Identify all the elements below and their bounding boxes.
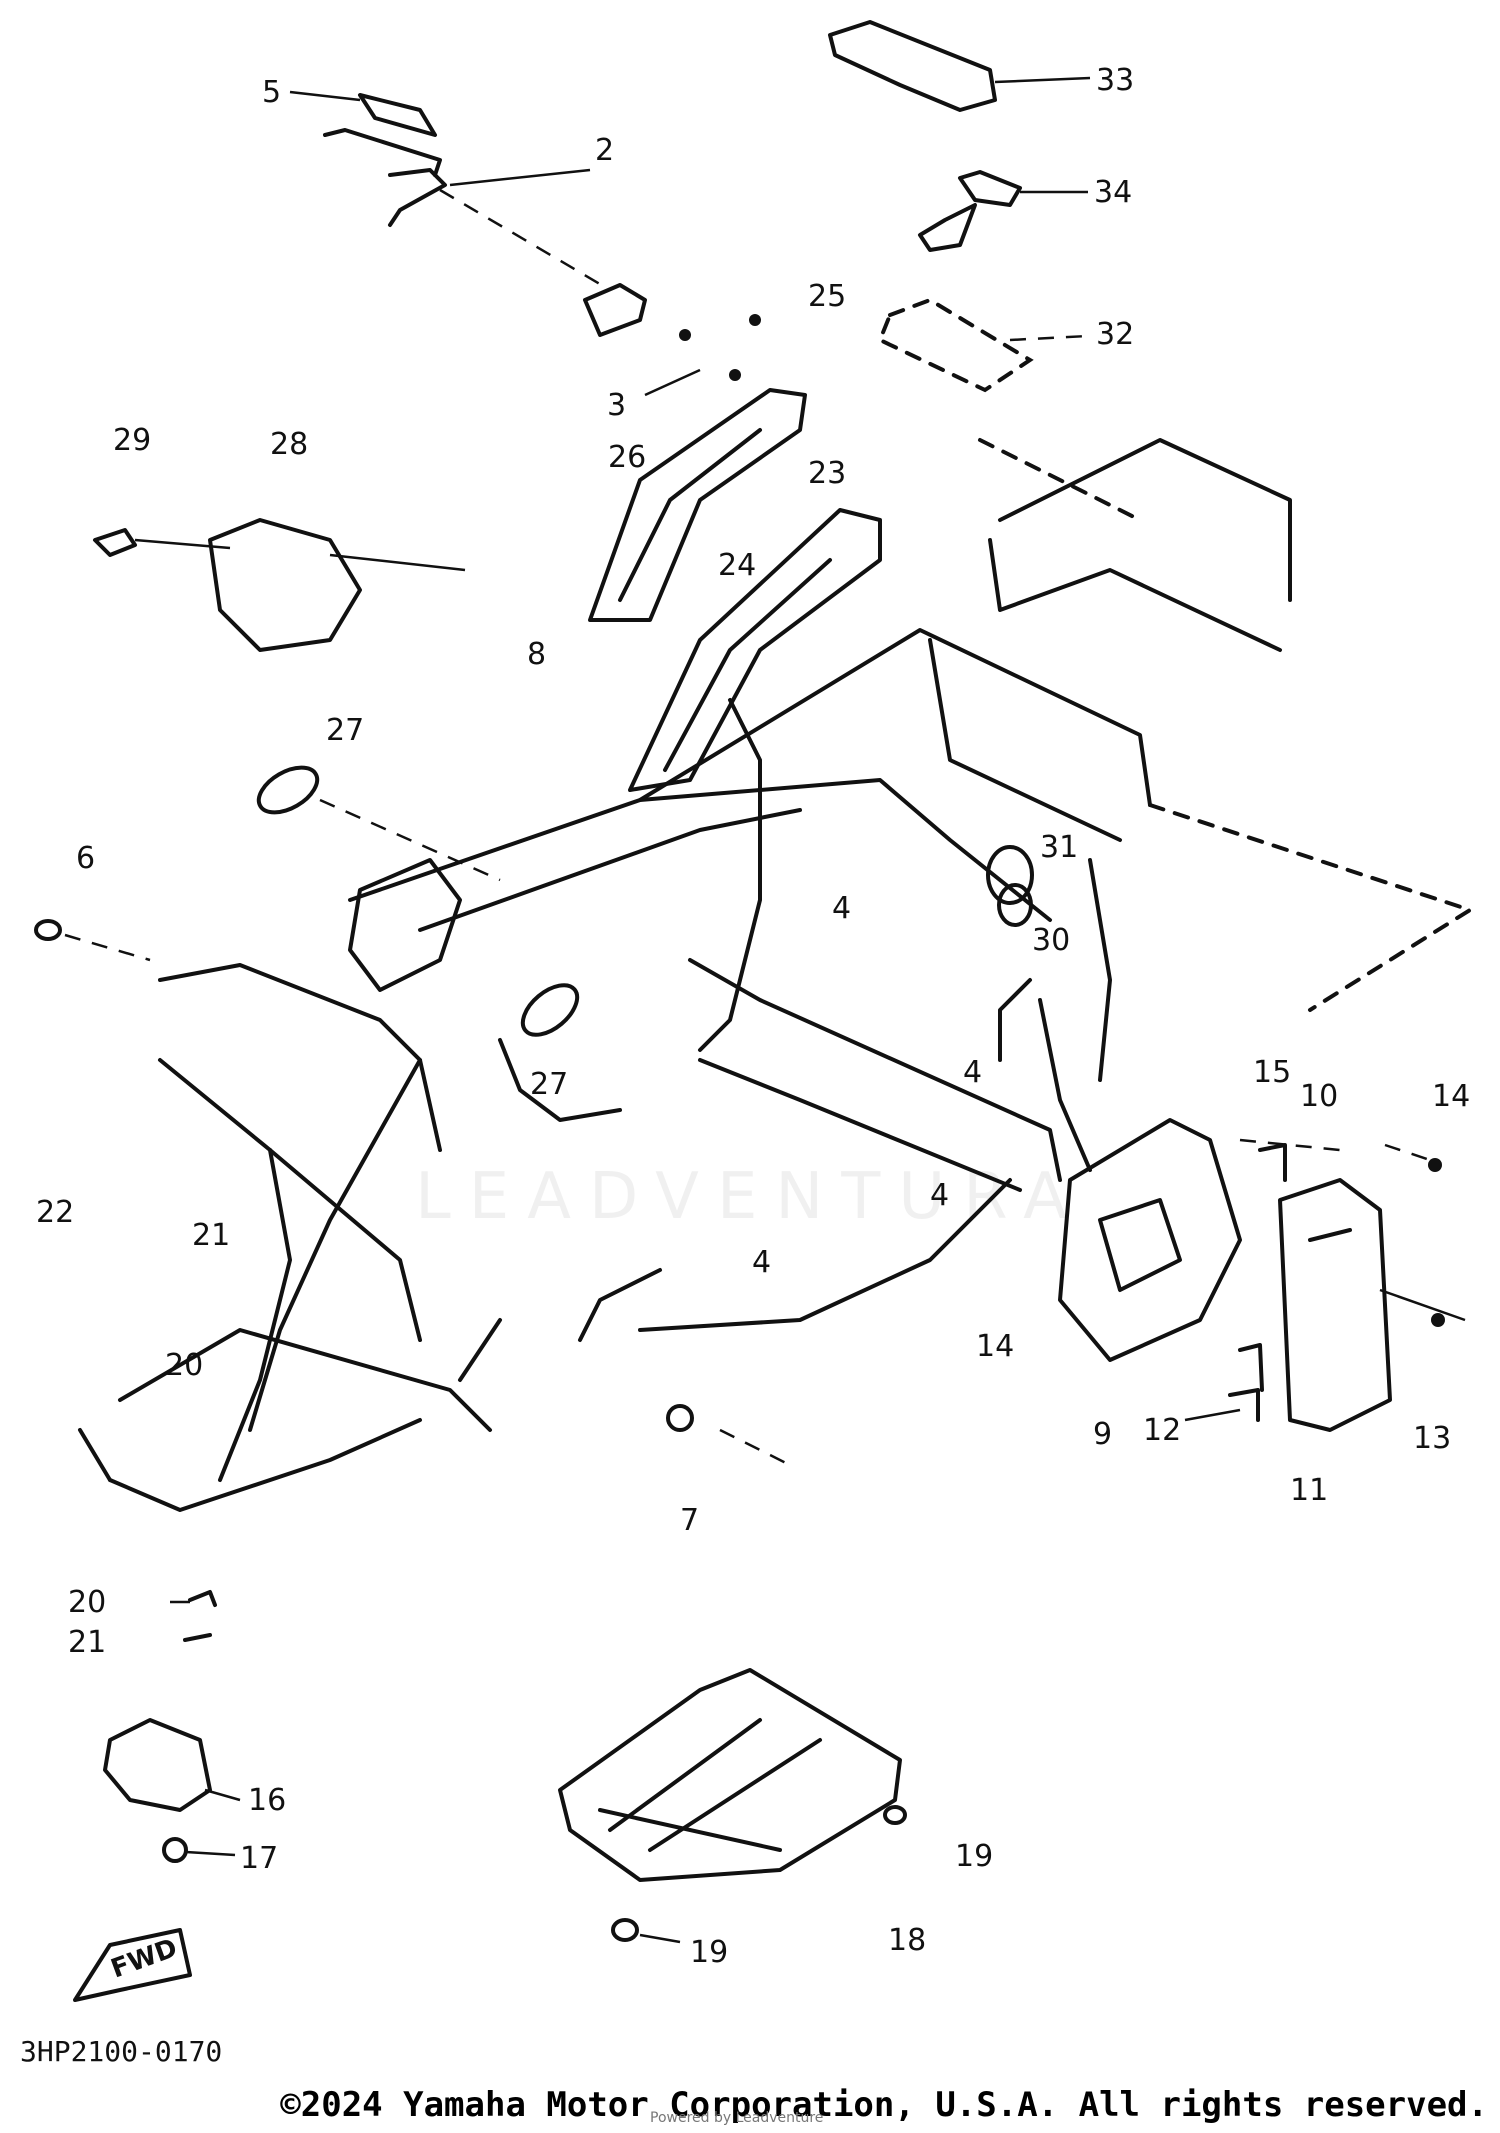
callout-4: 4 bbox=[752, 1245, 771, 1280]
callout-32: 32 bbox=[1096, 317, 1134, 352]
part-23-rear-fender bbox=[588, 388, 807, 622]
callout-23: 23 bbox=[808, 456, 846, 491]
callout-33: 33 bbox=[1096, 63, 1134, 98]
part-21-bolt bbox=[183, 1633, 212, 1642]
part-16-guard bbox=[103, 1718, 241, 1812]
part-33-seat-cover bbox=[828, 20, 1091, 112]
copyright-notice: ©2024 Yamaha Motor Corporation, U.S.A. A… bbox=[280, 2085, 1488, 2125]
reference-code: 3HP2100-0170 bbox=[20, 2035, 223, 2068]
front-frame bbox=[78, 858, 622, 1512]
callout-13: 13 bbox=[1413, 1421, 1451, 1456]
callout-20: 20 bbox=[68, 1585, 106, 1620]
callout-6: 6 bbox=[76, 841, 95, 876]
callout-4: 4 bbox=[963, 1055, 982, 1090]
callout-18: 18 bbox=[888, 1923, 926, 1958]
callout-4: 4 bbox=[930, 1178, 949, 1213]
callout-11: 11 bbox=[1290, 1473, 1328, 1508]
callout-21: 21 bbox=[68, 1625, 106, 1660]
part-19-bolt bbox=[611, 1805, 907, 1944]
part-13-engine-mount bbox=[1278, 1178, 1466, 1432]
part-32-pad bbox=[877, 297, 1089, 393]
part-3-collar bbox=[583, 283, 761, 397]
callout-21: 21 bbox=[192, 1218, 230, 1253]
part-30-damper bbox=[986, 845, 1034, 927]
powered-by-link[interactable]: Powered by Leadventure bbox=[650, 2110, 824, 2126]
callout-3: 3 bbox=[607, 388, 626, 423]
callout-labels: 2 3 4 4 4 4 5 6 7 8 9 10 11 12 13 14 14 … bbox=[36, 63, 1470, 1970]
fwd-marker-label: FWD bbox=[107, 1933, 181, 1984]
part-27-grommet-upper bbox=[256, 765, 501, 882]
callout-7: 7 bbox=[680, 1503, 699, 1538]
part-5-bolt bbox=[289, 90, 437, 137]
callout-2: 2 bbox=[595, 133, 614, 168]
callout-9: 9 bbox=[1093, 1417, 1112, 1452]
callout-4: 4 bbox=[832, 891, 851, 926]
callout-27: 27 bbox=[326, 713, 364, 748]
callout-24: 24 bbox=[718, 548, 756, 583]
callout-27: 27 bbox=[530, 1067, 568, 1102]
callout-19: 19 bbox=[690, 1935, 728, 1970]
callout-19: 19 bbox=[955, 1839, 993, 1874]
callout-26: 26 bbox=[608, 440, 646, 475]
callout-12: 12 bbox=[1143, 1413, 1181, 1448]
callout-28: 28 bbox=[270, 427, 308, 462]
callout-31: 31 bbox=[1040, 830, 1078, 865]
callout-10: 10 bbox=[1300, 1079, 1338, 1114]
part-20-washer bbox=[170, 1590, 217, 1607]
callout-14: 14 bbox=[1432, 1079, 1470, 1114]
part-10-engine-bracket bbox=[1058, 1118, 1341, 1362]
part-18-skid-plate bbox=[558, 1668, 902, 1882]
callout-34: 34 bbox=[1094, 175, 1132, 210]
callout-14: 14 bbox=[976, 1329, 1014, 1364]
part-17-nut bbox=[162, 1837, 236, 1863]
part-29-bolt bbox=[93, 528, 231, 557]
part-28-bracket bbox=[208, 518, 466, 652]
part-27-grommet-lower bbox=[520, 983, 580, 1037]
callout-17: 17 bbox=[240, 1841, 278, 1876]
callout-22: 22 bbox=[36, 1195, 74, 1230]
fwd-arrow-icon: FWD bbox=[73, 1928, 192, 2002]
part-7-bolt bbox=[666, 1404, 791, 1467]
main-frame bbox=[348, 438, 1475, 1342]
part-34-bracket bbox=[918, 170, 1088, 252]
part-2-stay bbox=[323, 128, 611, 292]
callout-30: 30 bbox=[1032, 923, 1070, 958]
part-24-rear-fender-inner bbox=[628, 508, 882, 792]
callout-15: 15 bbox=[1253, 1055, 1291, 1090]
callout-16: 16 bbox=[248, 1783, 286, 1818]
callout-5: 5 bbox=[262, 75, 281, 110]
part-6-bolt bbox=[34, 919, 151, 962]
part-14-nut bbox=[1384, 1143, 1445, 1327]
part-15-bolt bbox=[1258, 1143, 1287, 1182]
watermark: LEADVENTURA bbox=[415, 1160, 1085, 1234]
callout-25: 25 bbox=[808, 279, 846, 314]
callout-8: 8 bbox=[527, 637, 546, 672]
callout-29: 29 bbox=[113, 423, 151, 458]
part-12-bolt bbox=[1184, 1343, 1264, 1422]
callout-20: 20 bbox=[165, 1348, 203, 1383]
